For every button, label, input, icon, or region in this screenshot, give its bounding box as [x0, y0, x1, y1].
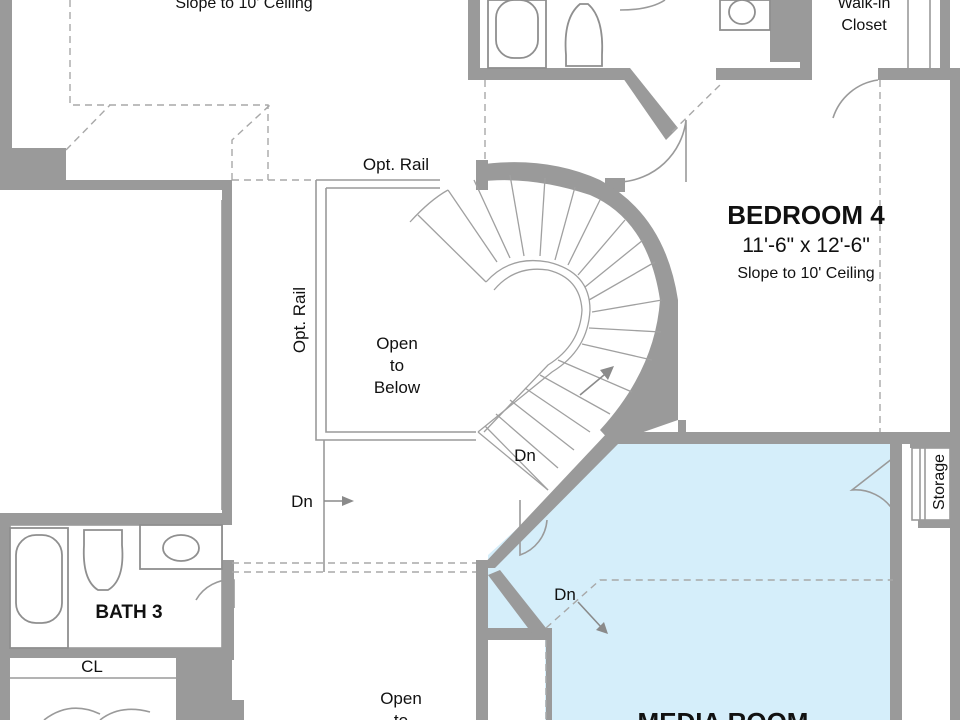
- wall: [918, 520, 960, 528]
- ceiling-line: [231, 104, 271, 180]
- staircase: [409, 174, 663, 491]
- stair-curved-wall: [476, 162, 678, 443]
- wall: [950, 320, 960, 440]
- open-to-below-label: Below: [374, 378, 421, 397]
- top-room-ceiling-label: Slope to 10' Ceiling: [175, 0, 312, 12]
- wall: [878, 68, 960, 80]
- wall: [0, 180, 232, 190]
- landing-arrowhead: [342, 496, 354, 506]
- opt-rail: [315, 180, 476, 441]
- bathtub-icon-inner: [495, 0, 539, 59]
- wall: [0, 0, 12, 150]
- wall: [950, 440, 960, 720]
- wall: [0, 513, 10, 720]
- media-arrowhead: [596, 622, 608, 634]
- media-room-title: MEDIA ROOM: [638, 707, 809, 720]
- ceiling-line: [65, 104, 111, 151]
- wall: [616, 68, 678, 140]
- wall: [476, 560, 488, 720]
- open-bottom-label: Open: [380, 689, 422, 708]
- wall: [940, 0, 950, 80]
- walk-in-closet-label: Walk-in: [838, 0, 891, 12]
- wall: [546, 628, 552, 720]
- wall: [230, 700, 244, 720]
- open-to-below-label: to: [390, 356, 404, 375]
- media-down-label: Dn: [554, 585, 576, 604]
- stair-arrowhead: [600, 366, 614, 380]
- wall: [222, 180, 232, 525]
- wall: [890, 444, 902, 720]
- bathtub-icon-inner: [15, 534, 63, 624]
- wall: [950, 80, 960, 320]
- media-diagonal-wall: [480, 432, 620, 568]
- wall: [0, 513, 232, 525]
- wall: [678, 420, 686, 442]
- opt-rail: [325, 188, 476, 433]
- wall: [0, 648, 232, 658]
- ceiling-line: [69, 0, 269, 180]
- bedroom4-ceiling: Slope to 10' Ceiling: [737, 265, 874, 282]
- shower-door: [619, 0, 666, 11]
- wall: [0, 148, 66, 182]
- doors: [43, 79, 894, 720]
- wall: [176, 655, 232, 720]
- storage-label: Storage: [931, 454, 948, 510]
- opt-rail-label-vertical: Opt. Rail: [290, 287, 309, 353]
- bath3-title: BATH 3: [95, 602, 162, 623]
- closet-label: CL: [81, 657, 103, 676]
- toilet-icon: [564, 3, 604, 67]
- wall: [488, 570, 546, 636]
- stairs-down-label: Dn: [514, 446, 536, 465]
- ceiling-line: [671, 84, 721, 133]
- walk-in-closet-label: Closet: [841, 17, 887, 34]
- open-bottom-label: to: [394, 711, 408, 720]
- wall: [222, 560, 234, 660]
- toilet-icon: [82, 529, 124, 591]
- wall: [608, 432, 958, 444]
- wall: [468, 68, 628, 80]
- wall: [800, 0, 812, 80]
- bedroom4-dimensions: 11'-6" x 12'-6": [742, 234, 870, 257]
- storage-closet: [911, 447, 951, 521]
- media-arrow: [577, 601, 603, 629]
- bedroom4-title: BEDROOM 4: [727, 200, 885, 230]
- wall: [716, 68, 812, 80]
- wall: [468, 0, 480, 80]
- landing-down-label: Dn: [291, 492, 313, 511]
- open-to-below-label: Open: [376, 334, 418, 353]
- sink-icon: [162, 534, 200, 562]
- sink-icon: [728, 0, 756, 25]
- wall: [910, 440, 960, 448]
- media-ceiling-line: [545, 579, 893, 629]
- opt-rail-label: Opt. Rail: [363, 155, 429, 174]
- media-room-area: [488, 443, 893, 720]
